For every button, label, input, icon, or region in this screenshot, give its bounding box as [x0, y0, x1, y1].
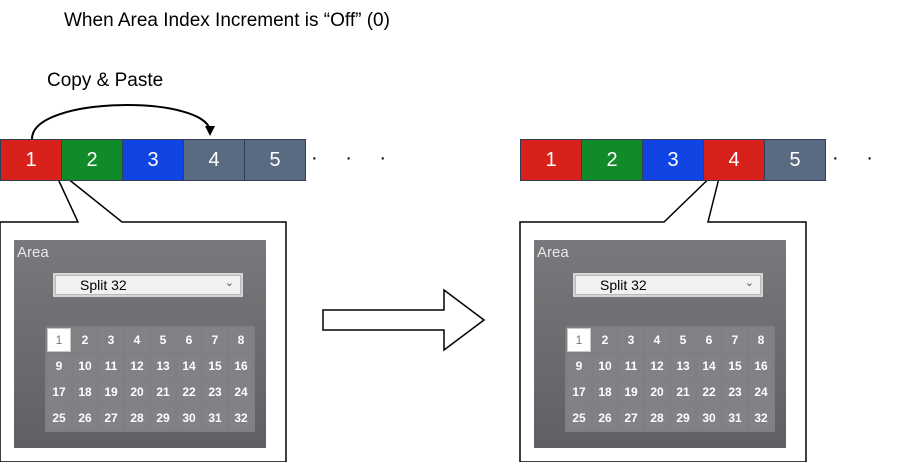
area-grid-cell[interactable]: 15	[203, 354, 227, 378]
area-grid-cell[interactable]: 29	[671, 406, 695, 430]
area-grid-cell[interactable]: 11	[99, 354, 123, 378]
area-cell: 4	[183, 139, 245, 181]
left-callout-frame	[0, 165, 287, 462]
area-grid-cell[interactable]: 11	[619, 354, 643, 378]
area-grid-cell[interactable]: 15	[723, 354, 747, 378]
panel-title: Area	[17, 244, 49, 261]
area-cell: 5	[244, 139, 306, 181]
panel-title: Area	[537, 244, 569, 261]
split-value: Split 32	[600, 277, 647, 293]
area-grid-cell[interactable]: 12	[645, 354, 669, 378]
area-grid-cell[interactable]: 2	[73, 328, 97, 352]
diagram-title: When Area Index Increment is “Off” (0)	[64, 10, 390, 31]
area-cell: 3	[642, 139, 704, 181]
area-cell: 1	[0, 139, 62, 181]
area-grid-cell[interactable]: 20	[645, 380, 669, 404]
area-grid-cell[interactable]: 27	[619, 406, 643, 430]
area-grid-cell[interactable]: 21	[671, 380, 695, 404]
area-grid-cell[interactable]: 2	[593, 328, 617, 352]
area-cell: 4	[703, 139, 765, 181]
area-grid-cell[interactable]: 13	[151, 354, 175, 378]
area-grid-cell[interactable]: 30	[177, 406, 201, 430]
area-grid-cell[interactable]: 17	[47, 380, 71, 404]
area-cell: 5	[764, 139, 826, 181]
area-grid-cell[interactable]: 31	[203, 406, 227, 430]
area-grid-cell[interactable]: 18	[73, 380, 97, 404]
area-grid-cell[interactable]: 25	[47, 406, 71, 430]
area-grid-cell[interactable]: 32	[749, 406, 773, 430]
transition-arrow	[322, 288, 486, 352]
split-dropdown[interactable]: Split 32 ⌄	[55, 275, 241, 295]
copy-paste-label: Copy & Paste	[47, 70, 164, 91]
split-dropdown[interactable]: Split 32 ⌄	[575, 275, 761, 295]
area-grid-cell[interactable]: 18	[593, 380, 617, 404]
area-grid-cell[interactable]: 1	[47, 328, 71, 352]
area-grid-cell[interactable]: 3	[99, 328, 123, 352]
area-grid-cell[interactable]: 23	[723, 380, 747, 404]
area-grid-cell[interactable]: 26	[593, 406, 617, 430]
chevron-down-icon: ⌄	[224, 277, 234, 289]
area-grid-cell[interactable]: 14	[177, 354, 201, 378]
area-grid-cell[interactable]: 9	[567, 354, 591, 378]
area-grid-cell[interactable]: 32	[229, 406, 253, 430]
area-grid-cell[interactable]: 14	[697, 354, 721, 378]
right-ellipsis: · · ·	[832, 147, 902, 169]
area-grid-cell[interactable]: 27	[99, 406, 123, 430]
area-grid-cell[interactable]: 13	[671, 354, 695, 378]
area-grid-cell[interactable]: 6	[697, 328, 721, 352]
area-grid-cell[interactable]: 24	[229, 380, 253, 404]
area-grid-cell[interactable]: 22	[697, 380, 721, 404]
area-grid-cell[interactable]: 10	[593, 354, 617, 378]
area-grid-cell[interactable]: 12	[125, 354, 149, 378]
area-grid-cell[interactable]: 5	[671, 328, 695, 352]
area-cell: 2	[61, 139, 123, 181]
area-grid-cell[interactable]: 1	[567, 328, 591, 352]
area-grid-cell[interactable]: 22	[177, 380, 201, 404]
area-grid-cell[interactable]: 19	[619, 380, 643, 404]
area-grid-cell[interactable]: 17	[567, 380, 591, 404]
area-grid-cell[interactable]: 31	[723, 406, 747, 430]
area-grid-cell[interactable]: 7	[203, 328, 227, 352]
area-grid-cell[interactable]: 26	[73, 406, 97, 430]
copy-arrow	[31, 104, 215, 140]
right-area-strip: 1 2 3 4 5	[520, 139, 826, 181]
area-cell: 2	[581, 139, 643, 181]
area-grid-cell[interactable]: 10	[73, 354, 97, 378]
area-grid-cell[interactable]: 21	[151, 380, 175, 404]
area-grid-cell[interactable]: 9	[47, 354, 71, 378]
right-callout-frame	[519, 163, 807, 462]
area-grid-cell[interactable]: 4	[645, 328, 669, 352]
split-value: Split 32	[80, 277, 127, 293]
area-grid-cell[interactable]: 29	[151, 406, 175, 430]
left-ellipsis: · · ·	[311, 147, 398, 169]
area-grid-cell[interactable]: 5	[151, 328, 175, 352]
area-grid-cell[interactable]: 4	[125, 328, 149, 352]
area-cell: 1	[520, 139, 582, 181]
area-grid-cell[interactable]: 28	[125, 406, 149, 430]
area-grid-cell[interactable]: 23	[203, 380, 227, 404]
area-grid-cell[interactable]: 16	[229, 354, 253, 378]
area-grid-cell[interactable]: 3	[619, 328, 643, 352]
area-grid-cell[interactable]: 24	[749, 380, 773, 404]
area-grid-cell[interactable]: 30	[697, 406, 721, 430]
area-cell: 3	[122, 139, 184, 181]
area-grid-cell[interactable]: 28	[645, 406, 669, 430]
area-grid-cell[interactable]: 8	[749, 328, 773, 352]
area-grid-cell[interactable]: 16	[749, 354, 773, 378]
area-grid-cell[interactable]: 6	[177, 328, 201, 352]
area-grid-cell[interactable]: 20	[125, 380, 149, 404]
area-grid-cell[interactable]: 19	[99, 380, 123, 404]
left-area-strip: 1 2 3 4 5	[0, 139, 306, 181]
area-grid-cell[interactable]: 8	[229, 328, 253, 352]
chevron-down-icon: ⌄	[744, 277, 754, 289]
area-grid-cell[interactable]: 25	[567, 406, 591, 430]
area-grid-cell[interactable]: 7	[723, 328, 747, 352]
